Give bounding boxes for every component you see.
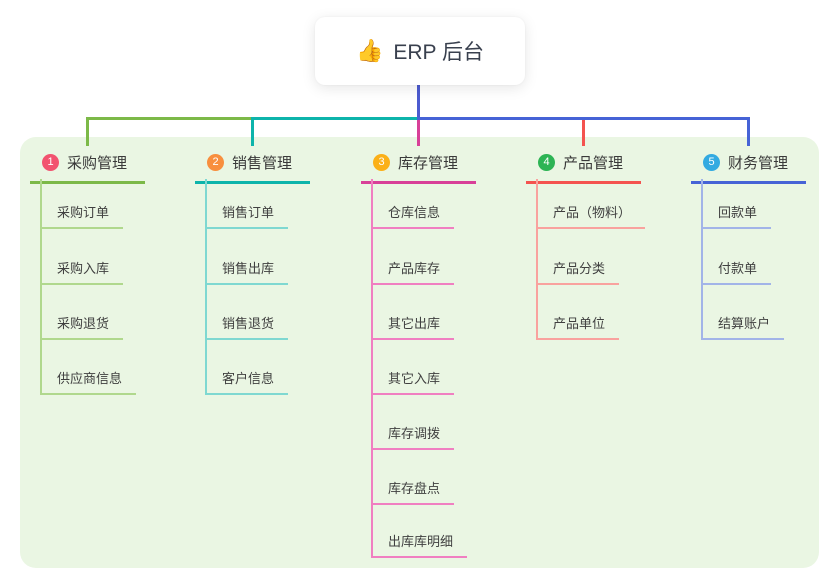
node-product-material[interactable]: 产品（物料） xyxy=(536,204,646,229)
node-purchase-inbound[interactable]: 采购入库 xyxy=(40,260,124,285)
connector-bus-segment xyxy=(251,117,417,120)
connector-branch-drop xyxy=(582,120,585,146)
branch-heading-label: 财务管理 xyxy=(728,155,789,172)
node-product-unit[interactable]: 产品单位 xyxy=(536,315,620,340)
thumbs-up-icon: 👍 xyxy=(355,38,384,63)
branch-heading-sales[interactable]: 2 销售管理 xyxy=(195,146,310,184)
connector-child-line xyxy=(371,179,373,558)
node-sales-outbound[interactable]: 销售出库 xyxy=(205,260,289,285)
branch-number-badge: 4 xyxy=(538,154,555,171)
branch-number-badge: 5 xyxy=(703,154,720,171)
node-purchase-return[interactable]: 采购退货 xyxy=(40,315,124,340)
node-settlement-account[interactable]: 结算账户 xyxy=(701,315,785,340)
connector-child-line xyxy=(40,179,42,395)
branch-number-badge: 3 xyxy=(373,154,390,171)
connector-branch-drop xyxy=(86,120,89,146)
node-supplier-info[interactable]: 供应商信息 xyxy=(40,370,137,395)
connector-child-line xyxy=(701,179,703,340)
node-receipt-order[interactable]: 回款单 xyxy=(701,204,772,229)
branch-product: 4 产品管理 产品（物料） 产品分类 产品单位 xyxy=(526,146,646,340)
node-other-inbound[interactable]: 其它入库 xyxy=(371,370,455,395)
branch-heading-product[interactable]: 4 产品管理 xyxy=(526,146,641,184)
branch-heading-label: 产品管理 xyxy=(563,155,624,172)
branch-heading-inventory[interactable]: 3 库存管理 xyxy=(361,146,476,184)
node-product-category[interactable]: 产品分类 xyxy=(536,260,620,285)
root-title: ERP 后台 xyxy=(393,41,485,64)
connector-bus-segment xyxy=(417,117,750,120)
branch-sales: 2 销售管理 销售订单 销售出库 销售退货 客户信息 xyxy=(195,146,310,395)
branch-heading-label: 销售管理 xyxy=(232,155,293,172)
node-payment-order[interactable]: 付款单 xyxy=(701,260,772,285)
node-purchase-order[interactable]: 采购订单 xyxy=(40,204,124,229)
connector-bus-segment xyxy=(86,117,251,120)
branch-finance: 5 财务管理 回款单 付款单 结算账户 xyxy=(691,146,806,340)
branch-inventory: 3 库存管理 仓库信息 产品库存 其它出库 其它入库 库存调拨 库存盘点 出库库… xyxy=(361,146,476,558)
branches-panel xyxy=(20,137,819,568)
node-other-outbound[interactable]: 其它出库 xyxy=(371,315,455,340)
node-customer-info[interactable]: 客户信息 xyxy=(205,370,289,395)
connector-branch-drop xyxy=(417,120,420,146)
branch-heading-label: 采购管理 xyxy=(67,155,128,172)
branch-heading-purchase[interactable]: 1 采购管理 xyxy=(30,146,145,184)
node-stock-transfer[interactable]: 库存调拨 xyxy=(371,425,455,450)
connector-branch-drop xyxy=(251,120,254,146)
node-warehouse-info[interactable]: 仓库信息 xyxy=(371,204,455,229)
connector-branch-drop xyxy=(747,120,750,146)
connector-child-line xyxy=(205,179,207,395)
branch-number-badge: 1 xyxy=(42,154,59,171)
node-sales-order[interactable]: 销售订单 xyxy=(205,204,289,229)
root-node[interactable]: 👍 ERP 后台 xyxy=(315,17,525,85)
branch-purchase: 1 采购管理 采购订单 采购入库 采购退货 供应商信息 xyxy=(30,146,145,395)
node-sales-return[interactable]: 销售退货 xyxy=(205,315,289,340)
branch-heading-finance[interactable]: 5 财务管理 xyxy=(691,146,806,184)
branch-heading-label: 库存管理 xyxy=(398,155,459,172)
connector-root-drop xyxy=(417,85,420,117)
connector-child-line xyxy=(536,179,538,340)
branch-number-badge: 2 xyxy=(207,154,224,171)
node-inout-detail[interactable]: 出库库明细 xyxy=(371,533,468,558)
node-product-stock[interactable]: 产品库存 xyxy=(371,260,455,285)
node-stock-taking[interactable]: 库存盘点 xyxy=(371,480,455,505)
